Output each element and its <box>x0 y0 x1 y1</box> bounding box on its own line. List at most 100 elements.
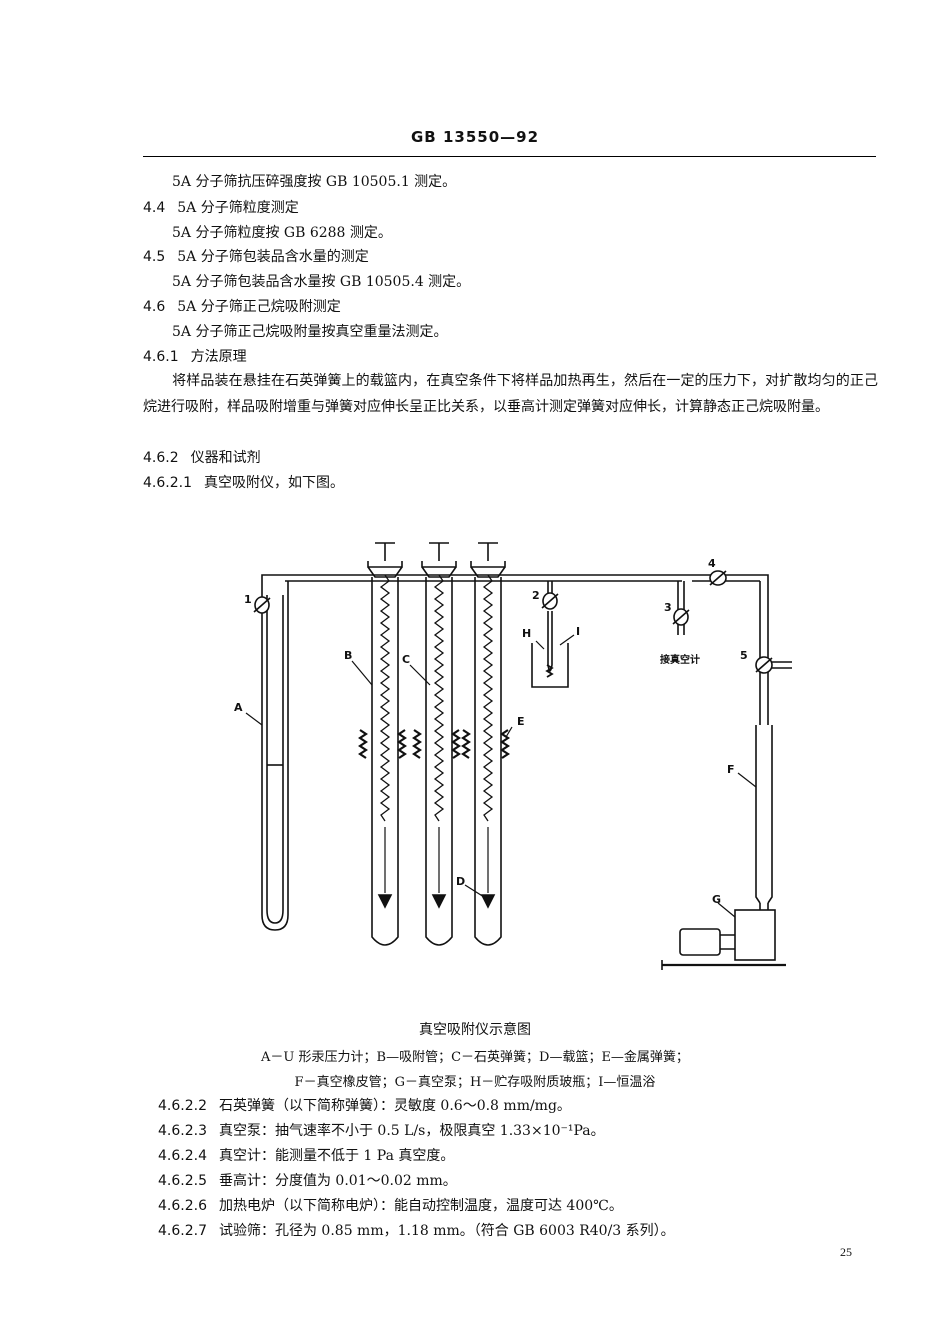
section-4-6-2-1: 4.6.2.1 真空吸附仪，如下图。 <box>143 474 344 492</box>
section-number: 4.5 <box>143 249 166 265</box>
label-4: 4 <box>708 557 716 570</box>
valve-1 <box>253 596 271 614</box>
item-number: 4.6.2.6 <box>158 1198 207 1214</box>
label-c: C <box>402 653 410 666</box>
leader-i <box>559 634 575 646</box>
section-number: 4.6.1 <box>143 349 179 365</box>
pump-coupling <box>720 934 735 950</box>
item-4-6-2-5: 4.6.2.5 垂高计：分度值为 0.01～0.02 mm。 <box>158 1172 457 1190</box>
metal-spring-1 <box>358 729 368 759</box>
item-text: 垂高计：分度值为 0.01～0.02 mm。 <box>218 1173 457 1189</box>
adsorbate-bottle <box>547 611 553 672</box>
basket-3 <box>480 894 496 909</box>
item-4-6-2-4: 4.6.2.4 真空计：能测量不低于 1 Pa 真空度。 <box>158 1147 454 1165</box>
line-crush-strength: 5A 分子筛抗压碎强度按 GB 10505.1 测定。 <box>172 174 457 190</box>
leader-g <box>717 902 736 918</box>
basket-2 <box>431 894 447 909</box>
figure-legend-line-1: A－U 形汞压力计；B—吸附管；C－石英弹簧；D—载篮；E—金属弹簧； <box>261 1050 689 1065</box>
line-hexane-method: 5A 分子筛正己烷吸附量按真空重量法测定。 <box>172 324 448 340</box>
quartz-spring-3 <box>482 574 494 822</box>
vacuum-rubber-tube <box>755 725 773 904</box>
basket-1 <box>377 894 393 909</box>
u-manometer-inner <box>266 595 284 924</box>
manifold-top <box>261 574 769 581</box>
item-number: 4.6.2.2 <box>158 1098 207 1114</box>
label-2: 2 <box>532 589 540 602</box>
section-heading: 真空吸附仪，如下图。 <box>203 475 344 491</box>
line-granularity: 5A 分子筛粒度按 GB 6288 测定。 <box>172 225 392 241</box>
adsorption-tube-2 <box>421 542 457 946</box>
item-text: 加热电炉（以下简称电炉）：能自动控制温度，温度可达 400℃。 <box>218 1198 623 1214</box>
label-1: 1 <box>244 593 252 606</box>
label-g: G <box>712 893 721 906</box>
section-4-6-1: 4.6.1 方法原理 <box>143 348 247 366</box>
label-a: A <box>234 701 243 714</box>
principle-text: 将样品装在悬挂在石英弹簧上的载篮内，在真空条件下将样品加热再生，然后在一定的压力… <box>143 373 878 415</box>
page-number: 25 <box>840 1245 852 1259</box>
item-4-6-2-3: 4.6.2.3 真空泵：抽气速率不小于 0.5 L/s，极限真空 1.33×10⁻… <box>158 1122 605 1140</box>
section-number: 4.6.2.1 <box>143 475 192 491</box>
section-heading: 5A 分子筛正己烷吸附测定 <box>177 299 341 315</box>
section-4-5: 4.5 5A 分子筛包装品含水量的测定 <box>143 248 369 266</box>
gauge-branch <box>677 581 685 635</box>
pump-motor <box>679 928 721 956</box>
metal-spring-6 <box>500 729 510 759</box>
leader-h <box>535 640 545 650</box>
item-4-6-2-7: 4.6.2.7 试验筛：孔径为 0.85 mm，1.18 mm。（符合 GB 60… <box>158 1222 675 1240</box>
line-water-content: 5A 分子筛包装品含水量按 GB 10505.4 测定。 <box>172 274 471 290</box>
section-4-6-2: 4.6.2 仪器和试剂 <box>143 449 261 467</box>
label-vacuum-gauge: 接真空计 <box>660 653 700 666</box>
item-number: 4.6.2.5 <box>158 1173 207 1189</box>
leader-d <box>464 884 485 898</box>
adsorbate-liquid <box>545 664 554 678</box>
adsorption-tube-1 <box>367 542 403 946</box>
metal-spring-2 <box>397 729 407 759</box>
section-number: 4.6.2 <box>143 450 179 466</box>
section-4-4: 4.4 5A 分子筛粒度测定 <box>143 199 299 217</box>
header-rule <box>143 156 876 157</box>
principle-paragraph: 将样品装在悬挂在石英弹簧上的载篮内，在真空条件下将样品加热再生，然后在一定的压力… <box>143 368 878 420</box>
label-d: D <box>456 875 465 888</box>
section-heading: 仪器和试剂 <box>190 450 261 466</box>
standard-number-header: GB 13550—92 <box>410 128 540 146</box>
section-heading: 5A 分子筛包装品含水量的测定 <box>177 249 369 265</box>
label-f: F <box>727 763 735 776</box>
item-number: 4.6.2.3 <box>158 1123 207 1139</box>
valve-5 <box>755 656 773 674</box>
leader-f <box>737 772 757 788</box>
valve-3 <box>672 608 690 626</box>
item-number: 4.6.2.4 <box>158 1148 207 1164</box>
label-5: 5 <box>740 649 748 662</box>
right-riser <box>759 581 769 725</box>
item-text: 真空计：能测量不低于 1 Pa 真空度。 <box>218 1148 455 1164</box>
valve-4 <box>709 570 727 586</box>
leader-c <box>409 664 431 686</box>
valve-2 <box>541 592 559 610</box>
section-heading: 5A 分子筛粒度测定 <box>177 200 299 216</box>
thermostatic-bath <box>531 643 569 688</box>
item-text: 石英弹簧（以下简称弹簧）：灵敏度 0.6～0.8 mm/mg。 <box>218 1098 571 1114</box>
metal-spring-5 <box>461 729 471 759</box>
item-number: 4.6.2.7 <box>158 1223 207 1239</box>
section-number: 4.4 <box>143 200 166 216</box>
label-b: B <box>344 649 352 662</box>
quartz-spring-2 <box>433 574 445 822</box>
u-manometer-outer <box>261 581 289 931</box>
side-outlet <box>772 661 792 669</box>
leader-b <box>351 660 373 686</box>
label-3: 3 <box>664 601 672 614</box>
metal-spring-4 <box>451 729 461 759</box>
vacuum-pump-body <box>734 909 776 961</box>
item-4-6-2-2: 4.6.2.2 石英弹簧（以下简称弹簧）：灵敏度 0.6～0.8 mm/mg。 <box>158 1097 571 1115</box>
pump-inlet <box>759 903 769 910</box>
section-number: 4.6 <box>143 299 166 315</box>
item-4-6-2-6: 4.6.2.6 加热电炉（以下简称电炉）：能自动控制温度，温度可达 400℃。 <box>158 1197 623 1215</box>
section-heading: 方法原理 <box>190 349 247 365</box>
metal-spring-3 <box>412 729 422 759</box>
leader-a <box>245 712 263 726</box>
leader-e <box>505 726 513 738</box>
item-text: 试验筛：孔径为 0.85 mm，1.18 mm。（符合 GB 6003 R40/… <box>218 1223 675 1239</box>
item-text: 真空泵：抽气速率不小于 0.5 L/s，极限真空 1.33×10⁻¹Pa。 <box>218 1123 605 1139</box>
label-h: H <box>522 627 531 640</box>
label-e: E <box>517 715 525 728</box>
